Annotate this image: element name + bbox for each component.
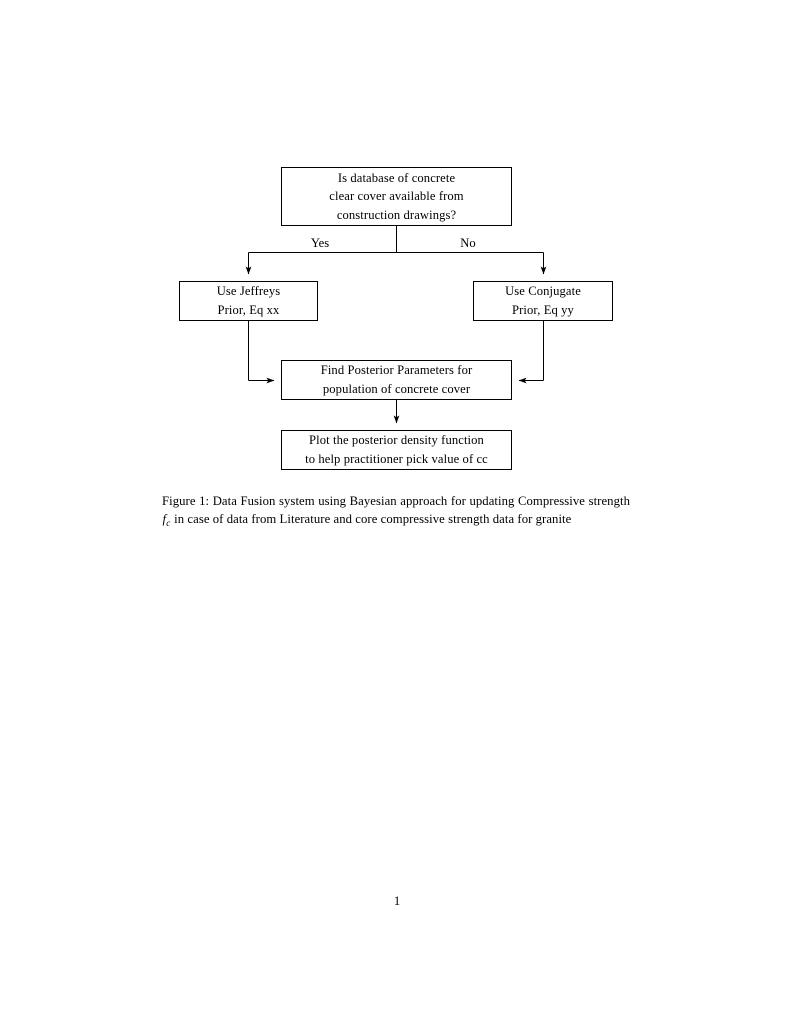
figure-caption-symbol-base: f bbox=[162, 512, 167, 527]
flow-node-posterior-line-2: population of concrete cover bbox=[322, 382, 471, 396]
figure-caption: Figure 1: Data Fusion system using Bayes… bbox=[162, 492, 630, 532]
flow-node-plot-posterior-density: Plot the posterior density function to h… bbox=[281, 430, 512, 470]
flow-node-decision-line-3: construction drawings? bbox=[336, 207, 457, 222]
figure-caption-symbol: fc bbox=[162, 512, 171, 528]
figure-caption-symbol-subscript: c bbox=[166, 517, 171, 528]
flow-node-conjugate-prior: Use Conjugate Prior, Eq yy bbox=[473, 281, 613, 321]
figure-caption-label: Figure 1: bbox=[162, 494, 210, 508]
flow-node-decision-line-2: clear cover available from bbox=[329, 189, 464, 204]
flow-node-plot-line-2: to help practitioner pick value of cc bbox=[305, 452, 488, 466]
flow-node-jeffreys-line-1: Use Jeffreys bbox=[216, 284, 281, 299]
edge-label-no: No bbox=[458, 236, 478, 250]
flow-node-conjugate-line-1: Use Conjugate bbox=[505, 284, 581, 299]
flow-node-decision: Is database of concrete clear cover avai… bbox=[281, 167, 512, 226]
figure-caption-text-after: in case of data from Literature and core… bbox=[170, 512, 572, 527]
figure-caption-text-before: Data Fusion system using Bayesian approa… bbox=[209, 494, 631, 508]
edge-label-yes: Yes bbox=[308, 236, 332, 250]
flow-node-plot-line-1: Plot the posterior density function bbox=[309, 433, 484, 448]
flow-node-conjugate-line-2: Prior, Eq yy bbox=[512, 303, 574, 317]
flow-node-posterior-line-1: Find Posterior Parameters for bbox=[320, 363, 473, 378]
flow-node-decision-line-1: Is database of concrete bbox=[337, 170, 456, 185]
flow-node-jeffreys-line-2: Prior, Eq xx bbox=[217, 303, 280, 317]
flowchart-connectors bbox=[245, 226, 547, 424]
flow-node-jeffreys-prior: Use Jeffreys Prior, Eq xx bbox=[179, 281, 318, 321]
figure-flowchart: Is database of concrete clear cover avai… bbox=[0, 0, 794, 490]
flow-node-find-posterior-parameters: Find Posterior Parameters for population… bbox=[281, 360, 512, 400]
page-number: 1 bbox=[393, 894, 401, 908]
